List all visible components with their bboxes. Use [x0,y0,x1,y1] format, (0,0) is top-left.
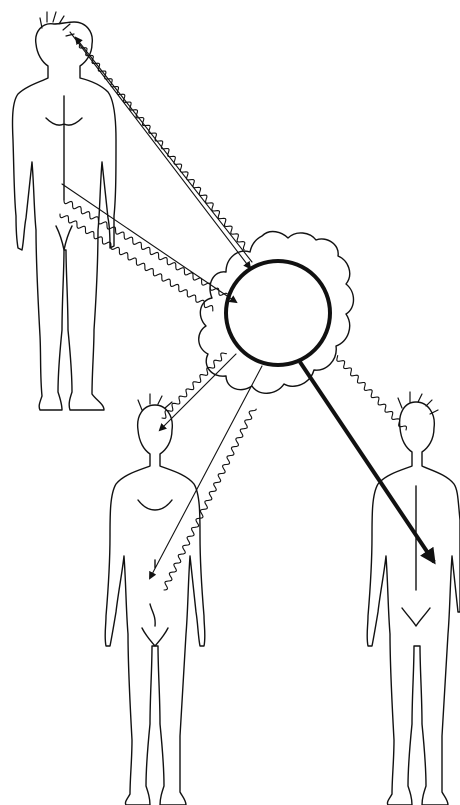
wavy-right-head-to-body [337,356,407,430]
central-body-core [226,261,330,365]
wavy-center-head-to-body [162,353,226,418]
ray-body-to-center-hip [150,366,262,578]
ray-body-to-right-figure [300,362,434,562]
central-body [199,232,354,394]
figure-bottom-center [105,394,205,805]
figure-bottom-right [367,392,460,805]
figure-bottom-center-hair [138,394,172,410]
figure-bottom-center-details [138,500,172,646]
wavy-lines [60,44,406,590]
ray-head-to-body [70,32,250,268]
wavy-hip-to-body [64,200,227,295]
figure-bottom-right-hair [398,392,438,414]
wavy-hip-lower-to-body [60,214,213,311]
ray-body-to-center-head [160,354,236,430]
figure-bottom-center-body [105,405,205,805]
figure-bottom-right-body [367,402,460,805]
figure-bottom-right-details [402,486,430,626]
rays [62,32,434,578]
wavy-center-hip-to-body [164,409,256,590]
